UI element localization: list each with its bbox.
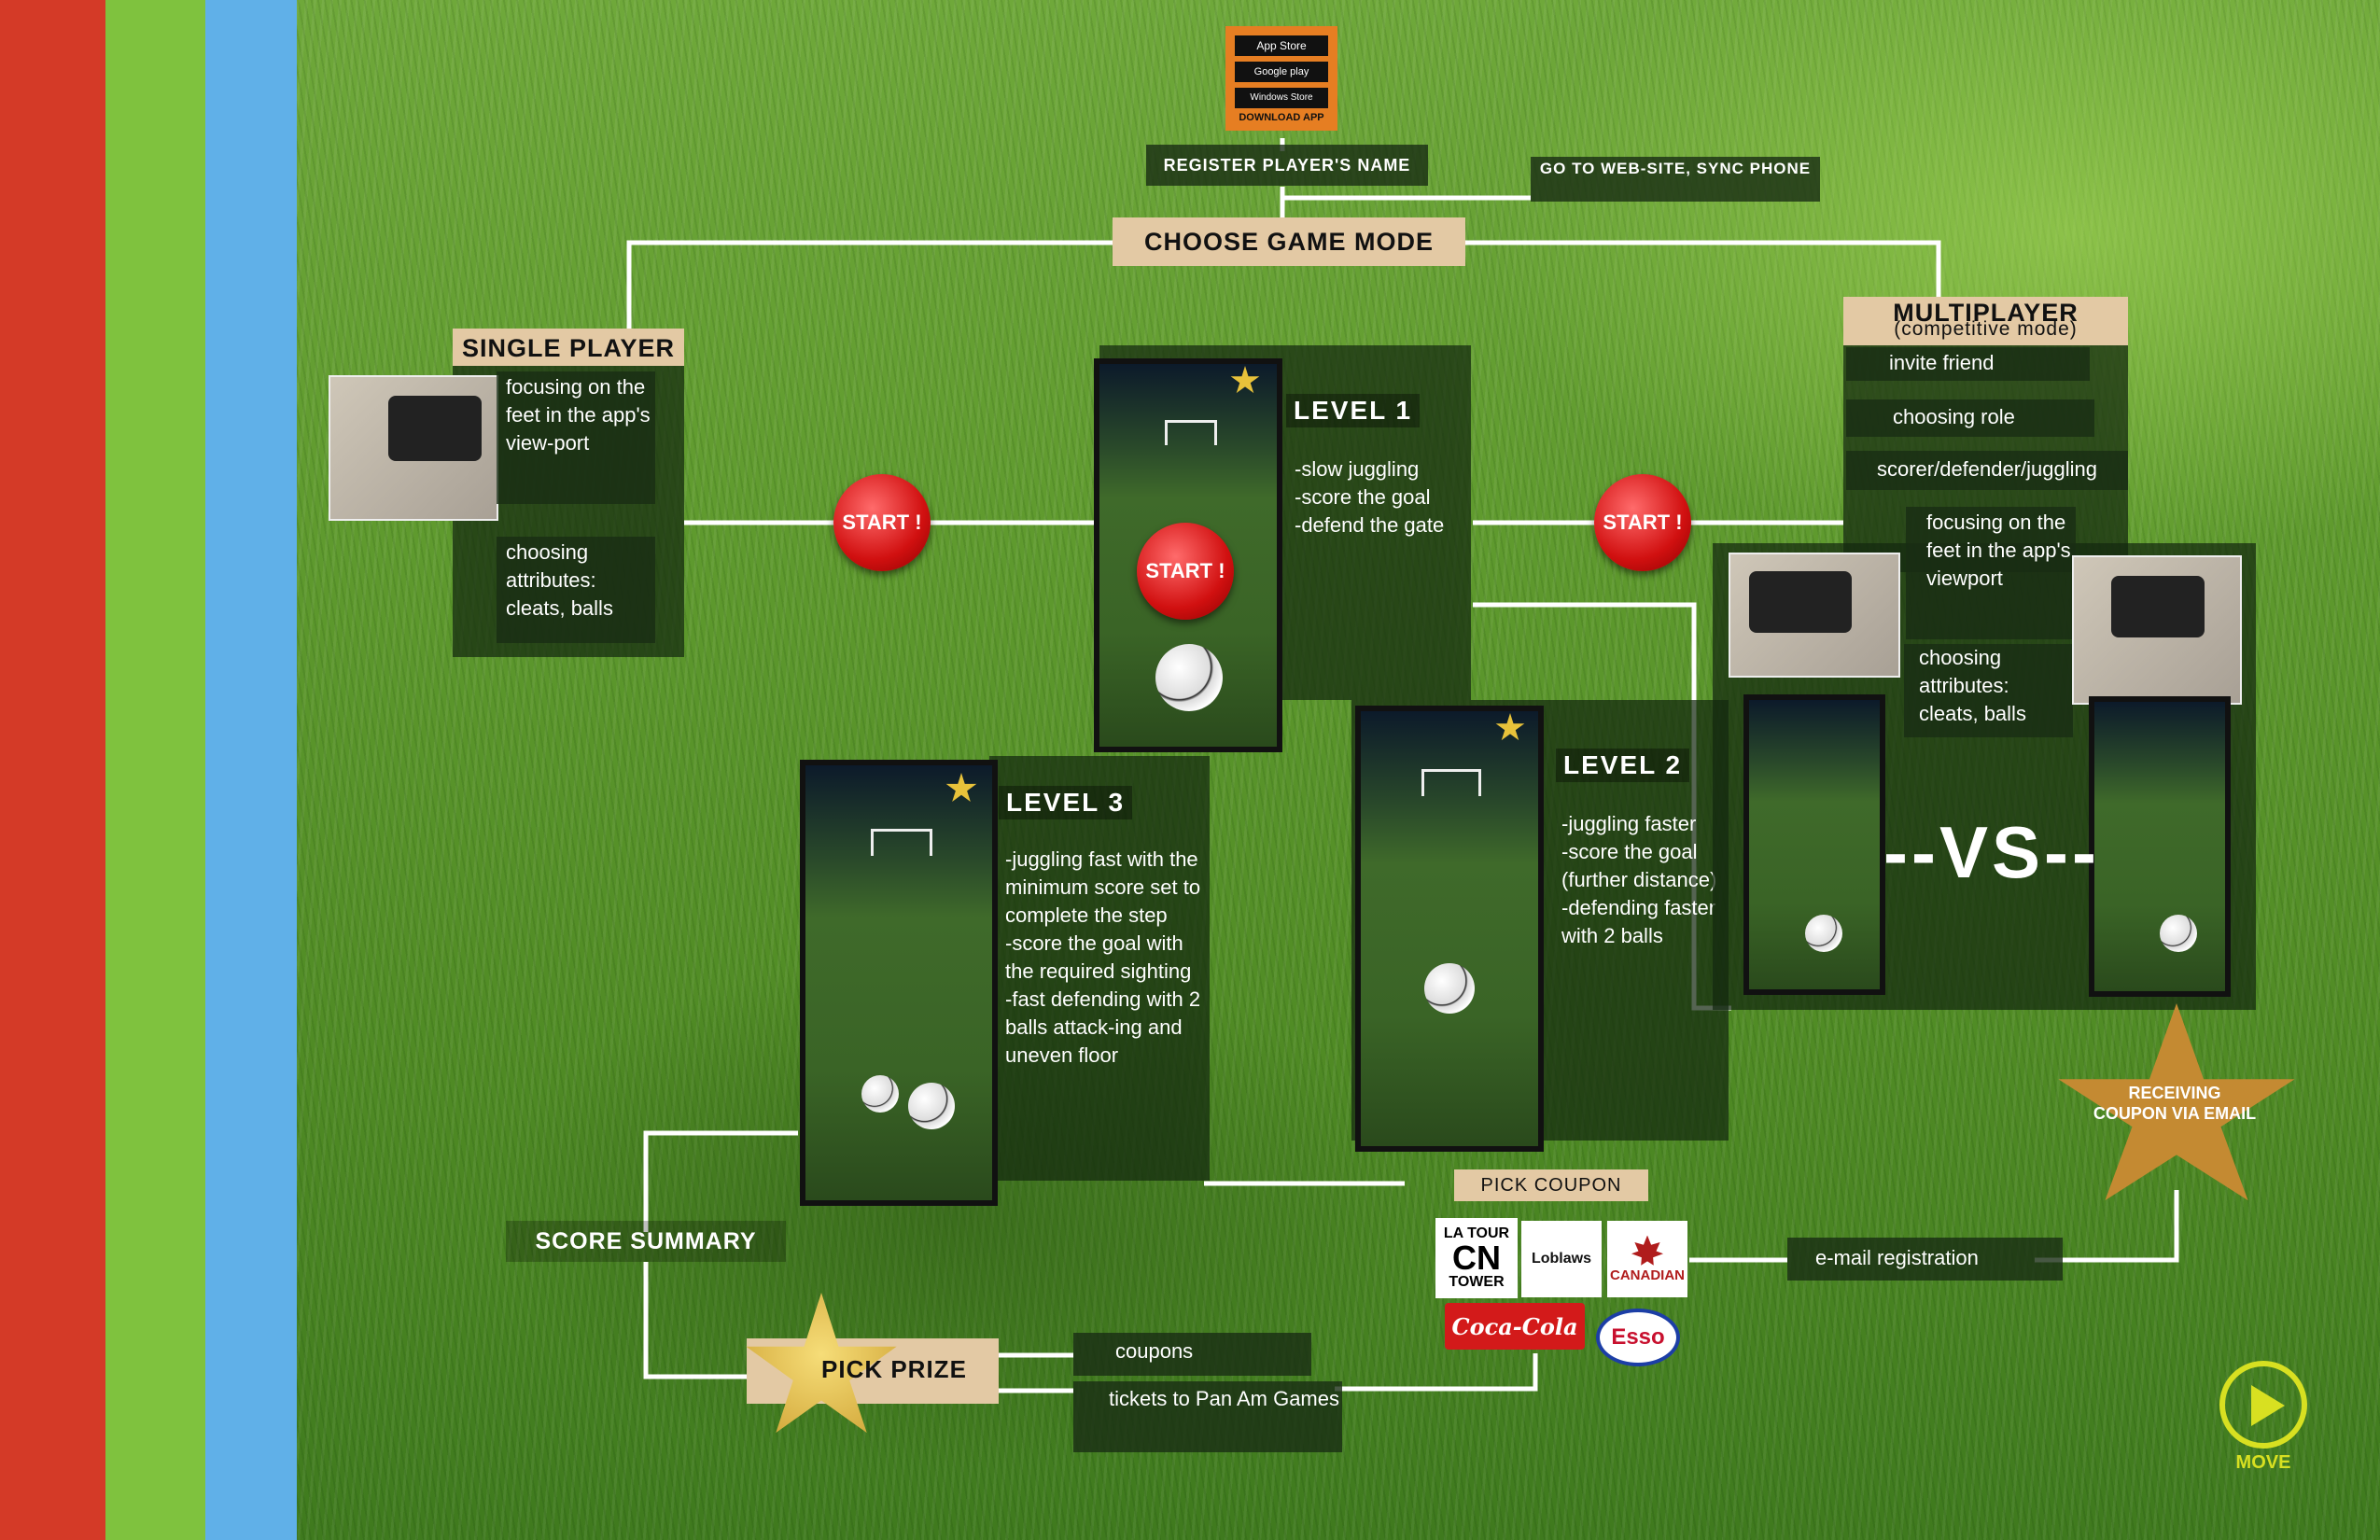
website-box: GO TO WEB-SITE, SYNC PHONE xyxy=(1531,157,1820,202)
level1-goal xyxy=(1165,420,1217,445)
level2-phone xyxy=(1355,706,1544,1152)
phone-icon xyxy=(388,396,482,461)
single-focus-text: focusing on the feet in the app's view-p… xyxy=(497,371,655,504)
esso-logo[interactable]: Esso xyxy=(1596,1309,1680,1366)
multi-focus-text: focusing on the feet in the app's viewpo… xyxy=(1906,507,2076,639)
cocacola-logo[interactable]: Coca-Cola xyxy=(1445,1303,1585,1350)
multi-screen-right xyxy=(2094,702,2225,991)
maple-leaf-icon xyxy=(1631,1235,1663,1266)
level2-ball xyxy=(1424,963,1475,1014)
multi-ball-left xyxy=(1805,915,1842,952)
start-button-right[interactable]: START ! xyxy=(1594,474,1691,571)
multi-phone-right xyxy=(2089,696,2231,997)
level3-phone xyxy=(800,760,998,1206)
role-options: scorer/defender/juggling xyxy=(1846,451,2128,490)
cn-bottom-text: TOWER xyxy=(1449,1274,1505,1290)
level3-title: LEVEL 3 xyxy=(999,786,1133,819)
blue-stripe xyxy=(205,0,297,1540)
multi-ball-right xyxy=(2160,915,2197,952)
score-summary: SCORE SUMMARY xyxy=(506,1221,786,1262)
level1-text: -slow juggling -score the goal -defend t… xyxy=(1295,457,1445,537)
windows-store-badge[interactable]: Windows Store xyxy=(1235,88,1328,108)
choose-game-mode: CHOOSE GAME MODE xyxy=(1113,217,1465,266)
level2-title: LEVEL 2 xyxy=(1556,749,1690,782)
level2-screen xyxy=(1361,711,1538,1146)
feet-phone-photo xyxy=(329,375,498,521)
cn-tower-logo[interactable]: LA TOUR CN TOWER xyxy=(1435,1218,1518,1298)
single-attributes-text: choosing attributes: cleats, balls xyxy=(497,537,655,643)
cn-mid-text: CN xyxy=(1452,1239,1501,1277)
level3-goal xyxy=(871,829,932,856)
invite-friend: invite friend xyxy=(1846,347,2090,381)
canadian-logo[interactable]: CANADIAN xyxy=(1607,1221,1687,1297)
level1-title: LEVEL 1 xyxy=(1286,394,1421,427)
level2-text: -juggling faster -score the goal (furthe… xyxy=(1561,812,1717,947)
versus-label: --VS-- xyxy=(1883,811,2100,893)
email-registration: e-mail registration xyxy=(1787,1238,2063,1281)
phone-icon xyxy=(2111,576,2205,637)
multi-phone-left xyxy=(1743,694,1885,995)
download-app-label: DOWNLOAD APP xyxy=(1239,112,1324,123)
move-label: MOVE xyxy=(2235,1452,2291,1473)
register-box: REGISTER PLAYER'S NAME xyxy=(1146,145,1428,186)
multi-photo-left xyxy=(1729,553,1900,678)
cn-top-text: LA TOUR xyxy=(1443,1225,1510,1241)
loblaws-logo[interactable]: Loblaws xyxy=(1521,1221,1602,1297)
level3-ball-2 xyxy=(861,1075,899,1113)
play-icon xyxy=(2251,1385,2285,1426)
receiving-coupon-text: RECEIVING COUPON VIA EMAIL xyxy=(2093,1084,2257,1123)
level1-phone: START ! xyxy=(1094,358,1282,752)
multiplayer-subtitle: (competitive mode) xyxy=(1894,318,2078,340)
multi-photo-right xyxy=(2072,555,2242,705)
pick-coupon-label: PICK COUPON xyxy=(1454,1169,1648,1201)
single-player-title: SINGLE PLAYER xyxy=(453,329,684,366)
tickets-option: tickets to Pan Am Games xyxy=(1073,1381,1342,1452)
phone-icon xyxy=(1749,571,1852,633)
level3-text: -juggling fast with the minimum score se… xyxy=(1005,847,1201,1067)
level3-screen xyxy=(805,765,992,1200)
app-store-badge[interactable]: App Store xyxy=(1235,35,1328,56)
green-stripe xyxy=(105,0,205,1540)
choosing-role: choosing role xyxy=(1846,399,2094,437)
download-app-badge[interactable]: App Store Google play Windows Store DOWN… xyxy=(1225,26,1337,131)
move-logo-icon xyxy=(2219,1361,2307,1449)
level1-ball xyxy=(1155,644,1223,711)
pick-prize-label: PICK PRIZE xyxy=(821,1355,967,1383)
multi-screen-left xyxy=(1749,700,1880,989)
multi-attributes-text: choosing attributes: cleats, balls xyxy=(1904,644,2073,737)
coupons-option: coupons xyxy=(1073,1333,1311,1376)
level1-screen: START ! xyxy=(1099,364,1277,747)
level3-ball xyxy=(908,1083,955,1129)
level3-panel xyxy=(989,756,1210,1181)
level2-goal xyxy=(1421,769,1481,796)
start-button-level1[interactable]: START ! xyxy=(1137,523,1234,620)
google-play-badge[interactable]: Google play xyxy=(1235,62,1328,82)
multiplayer-title: MULTIPLAYER (competitive mode) xyxy=(1843,297,2128,345)
red-stripe xyxy=(0,0,105,1540)
start-button-left[interactable]: START ! xyxy=(833,474,931,571)
canadian-text: CANADIAN xyxy=(1610,1267,1685,1283)
multiplayer-title-text: MULTIPLAYER xyxy=(1893,299,2079,327)
